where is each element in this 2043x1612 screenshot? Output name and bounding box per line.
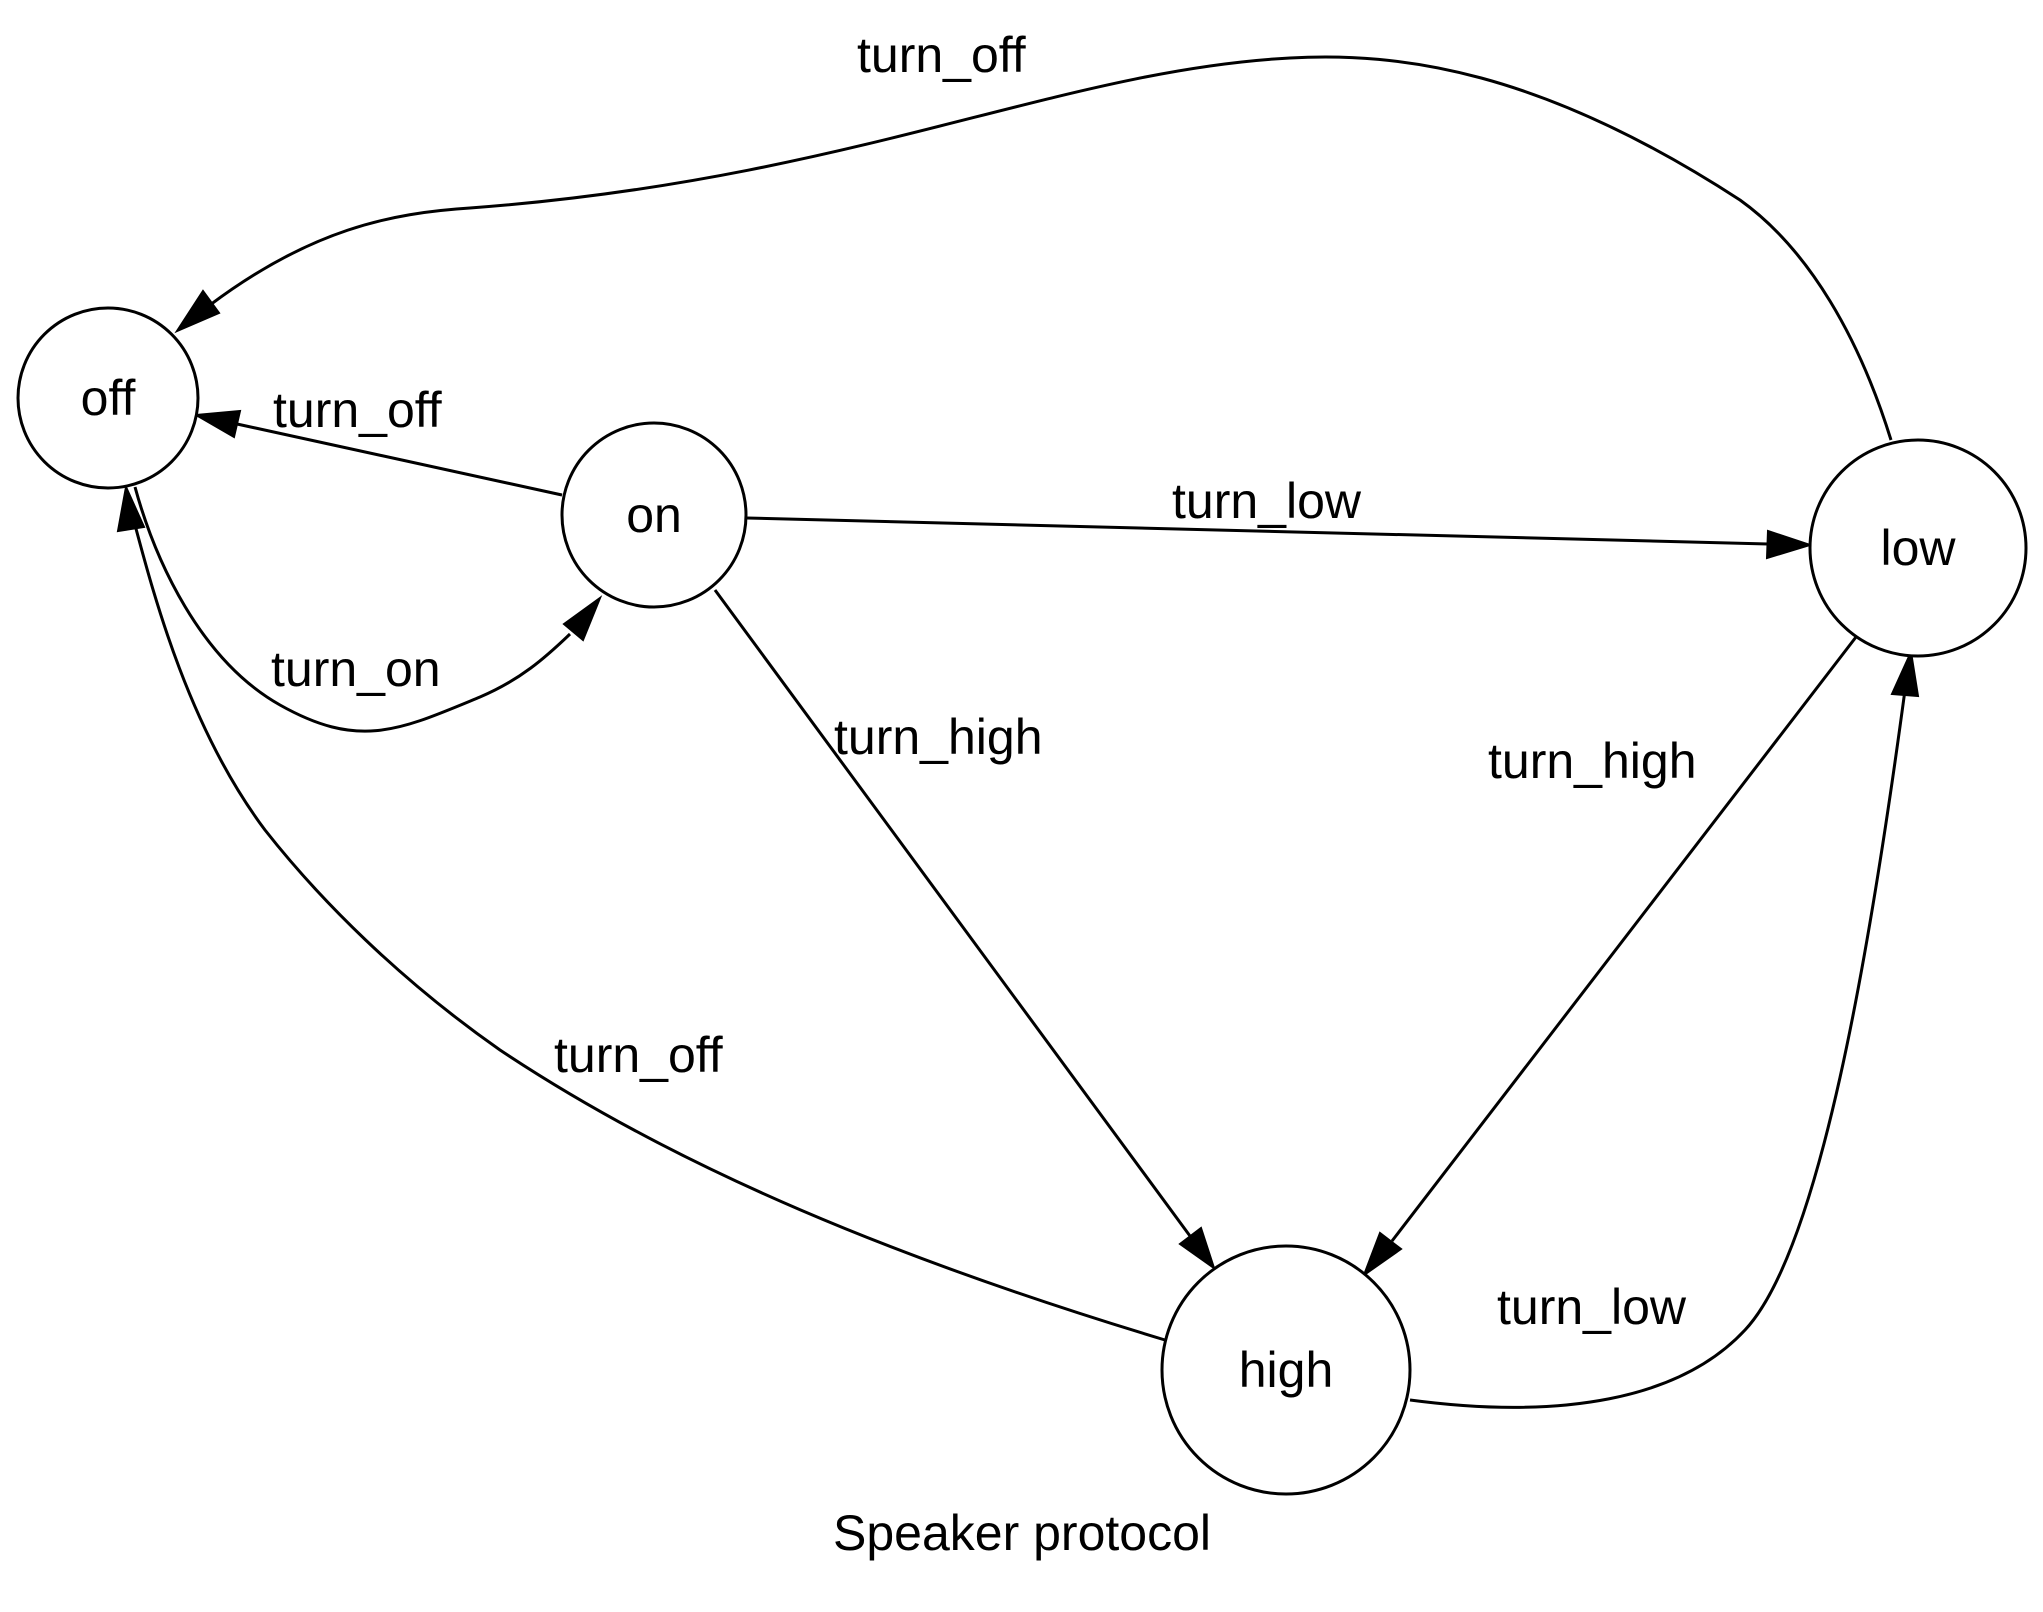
edge-off-to-on-line	[133, 486, 572, 733]
edge-low-to-high: turn_high	[1361, 636, 1858, 1278]
edge-on-to-low-label: turn_low	[1172, 473, 1362, 529]
edge-on-to-high-arrowhead	[1178, 1226, 1216, 1271]
node-high-label: high	[1239, 1342, 1334, 1398]
node-off-circle	[16, 306, 200, 490]
edge-on-to-off-label: turn_off	[273, 382, 442, 438]
edge-low-to-off: turn_off	[174, 27, 1893, 441]
edge-on-to-high-line	[713, 589, 1192, 1237]
edge-high-to-low-label: turn_low	[1497, 1279, 1687, 1335]
edge-on-to-high: turn_high	[713, 589, 1216, 1271]
node-off: off	[16, 306, 200, 490]
edge-on-to-low-arrowhead	[1765, 529, 1814, 560]
node-off-label: off	[81, 370, 136, 426]
edge-high-to-off: turn_off	[116, 483, 1166, 1342]
edge-on-to-off: turn_off	[192, 382, 563, 497]
edge-low-to-off-label: turn_off	[857, 27, 1026, 83]
node-on-circle	[560, 421, 748, 609]
edge-low-to-high-label: turn_high	[1488, 733, 1697, 789]
edge-off-to-on-arrowhead	[562, 595, 603, 642]
edge-low-to-high-line	[1390, 636, 1858, 1242]
edge-on-to-off-line	[236, 422, 563, 497]
node-on: on	[560, 421, 748, 609]
edge-high-to-low-line	[1409, 689, 1907, 1409]
edge-high-to-low-arrowhead	[1890, 648, 1920, 698]
node-low: low	[1808, 438, 2028, 658]
edge-off-to-on-label: turn_on	[271, 641, 441, 697]
node-high: high	[1160, 1244, 1412, 1496]
edge-high-to-off-arrowhead	[116, 483, 146, 533]
edge-on-to-off-arrowhead	[192, 409, 242, 439]
edge-on-to-low-line	[746, 516, 1769, 546]
node-high-circle	[1160, 1244, 1412, 1496]
edge-low-to-off-line	[209, 55, 1893, 441]
node-low-label: low	[1880, 520, 1956, 576]
edge-high-to-off-label: turn_off	[554, 1027, 723, 1083]
edge-low-to-off-arrowhead	[174, 289, 221, 334]
edge-high-to-off-line	[133, 524, 1166, 1342]
edge-on-to-low: turn_low	[746, 473, 1814, 560]
node-on-label: on	[626, 487, 682, 543]
edge-high-to-low: turn_low	[1409, 648, 1920, 1409]
edge-off-to-on: turn_on	[133, 486, 603, 733]
edge-on-to-high-label: turn_high	[834, 709, 1043, 765]
node-low-circle	[1808, 438, 2028, 658]
diagram-caption: Speaker protocol	[833, 1505, 1211, 1561]
edge-low-to-high-arrowhead	[1361, 1231, 1403, 1278]
